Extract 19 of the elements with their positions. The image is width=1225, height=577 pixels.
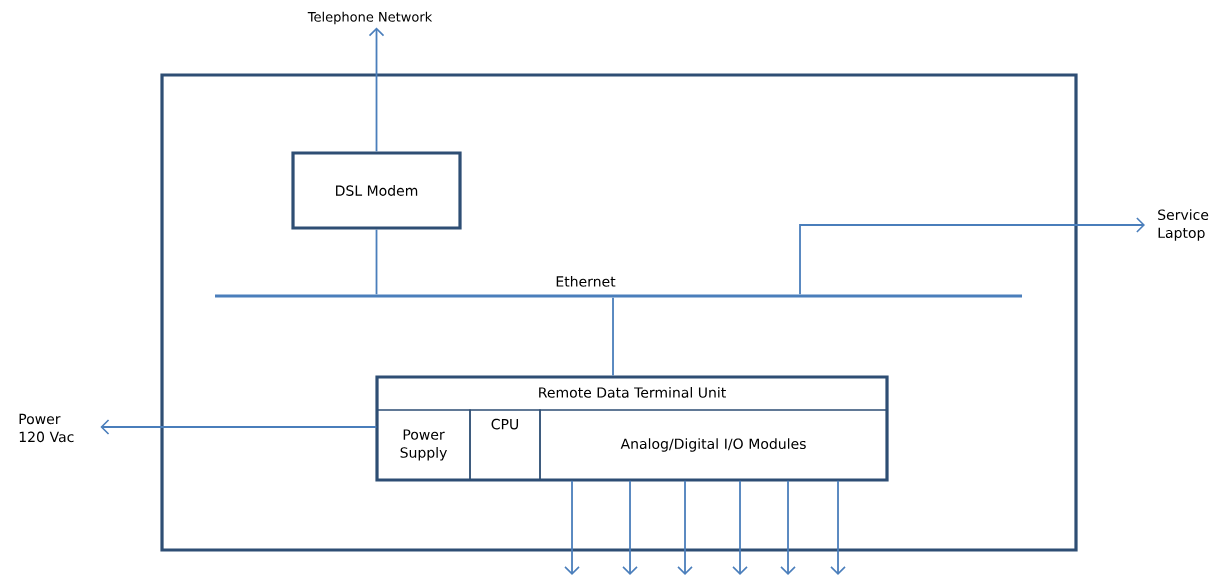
io-modules-cell: Analog/Digital I/O Modules — [539, 409, 888, 481]
power-label: Power 120 Vac — [19, 413, 74, 443]
modem-box: DSL Modem — [291, 151, 462, 230]
arrow — [564, 479, 580, 575]
arrow — [677, 479, 693, 575]
cpu-cell: CPU — [469, 409, 541, 481]
arrow — [830, 479, 846, 575]
enclosure-box — [160, 73, 1078, 552]
ethernet-bus: Ethernet — [215, 275, 1022, 298]
arrow — [622, 479, 638, 575]
arrow — [732, 479, 748, 575]
arrow — [100, 419, 378, 435]
arrow — [368, 27, 385, 153]
node-label: Ethernet — [556, 275, 616, 287]
power-supply-cell: Power Supply — [376, 409, 471, 481]
arrow — [799, 217, 1145, 296]
laptop-label: Service Laptop — [1158, 209, 1209, 241]
network-label: Telephone Network — [307, 11, 433, 25]
arrow — [780, 479, 796, 575]
